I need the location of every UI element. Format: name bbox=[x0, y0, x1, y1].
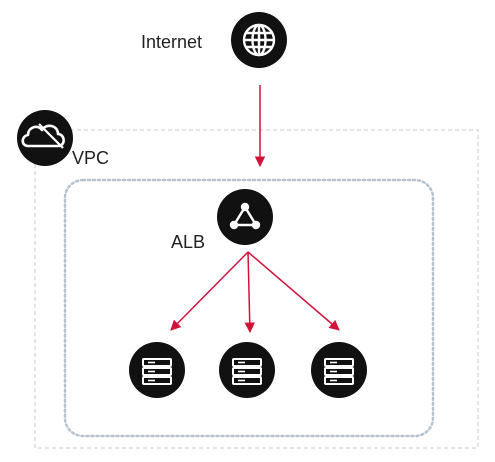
internet-label: Internet bbox=[141, 32, 203, 52]
vpc-boundary bbox=[34, 129, 479, 449]
globe-icon bbox=[231, 12, 287, 68]
cloud-icon bbox=[17, 110, 73, 166]
vpc-label: VPC bbox=[72, 148, 110, 168]
arrow-alb-to-server-2 bbox=[244, 251, 256, 334]
load-balancer-icon bbox=[217, 189, 273, 245]
server-icon bbox=[219, 342, 275, 398]
arrow-alb-to-server-3 bbox=[247, 251, 340, 331]
server-icon bbox=[129, 342, 185, 398]
alb-group-boundary bbox=[63, 178, 435, 438]
server-icon bbox=[311, 342, 367, 398]
alb-label: ALB bbox=[171, 232, 206, 252]
arrow-alb-to-server-1 bbox=[170, 251, 249, 331]
